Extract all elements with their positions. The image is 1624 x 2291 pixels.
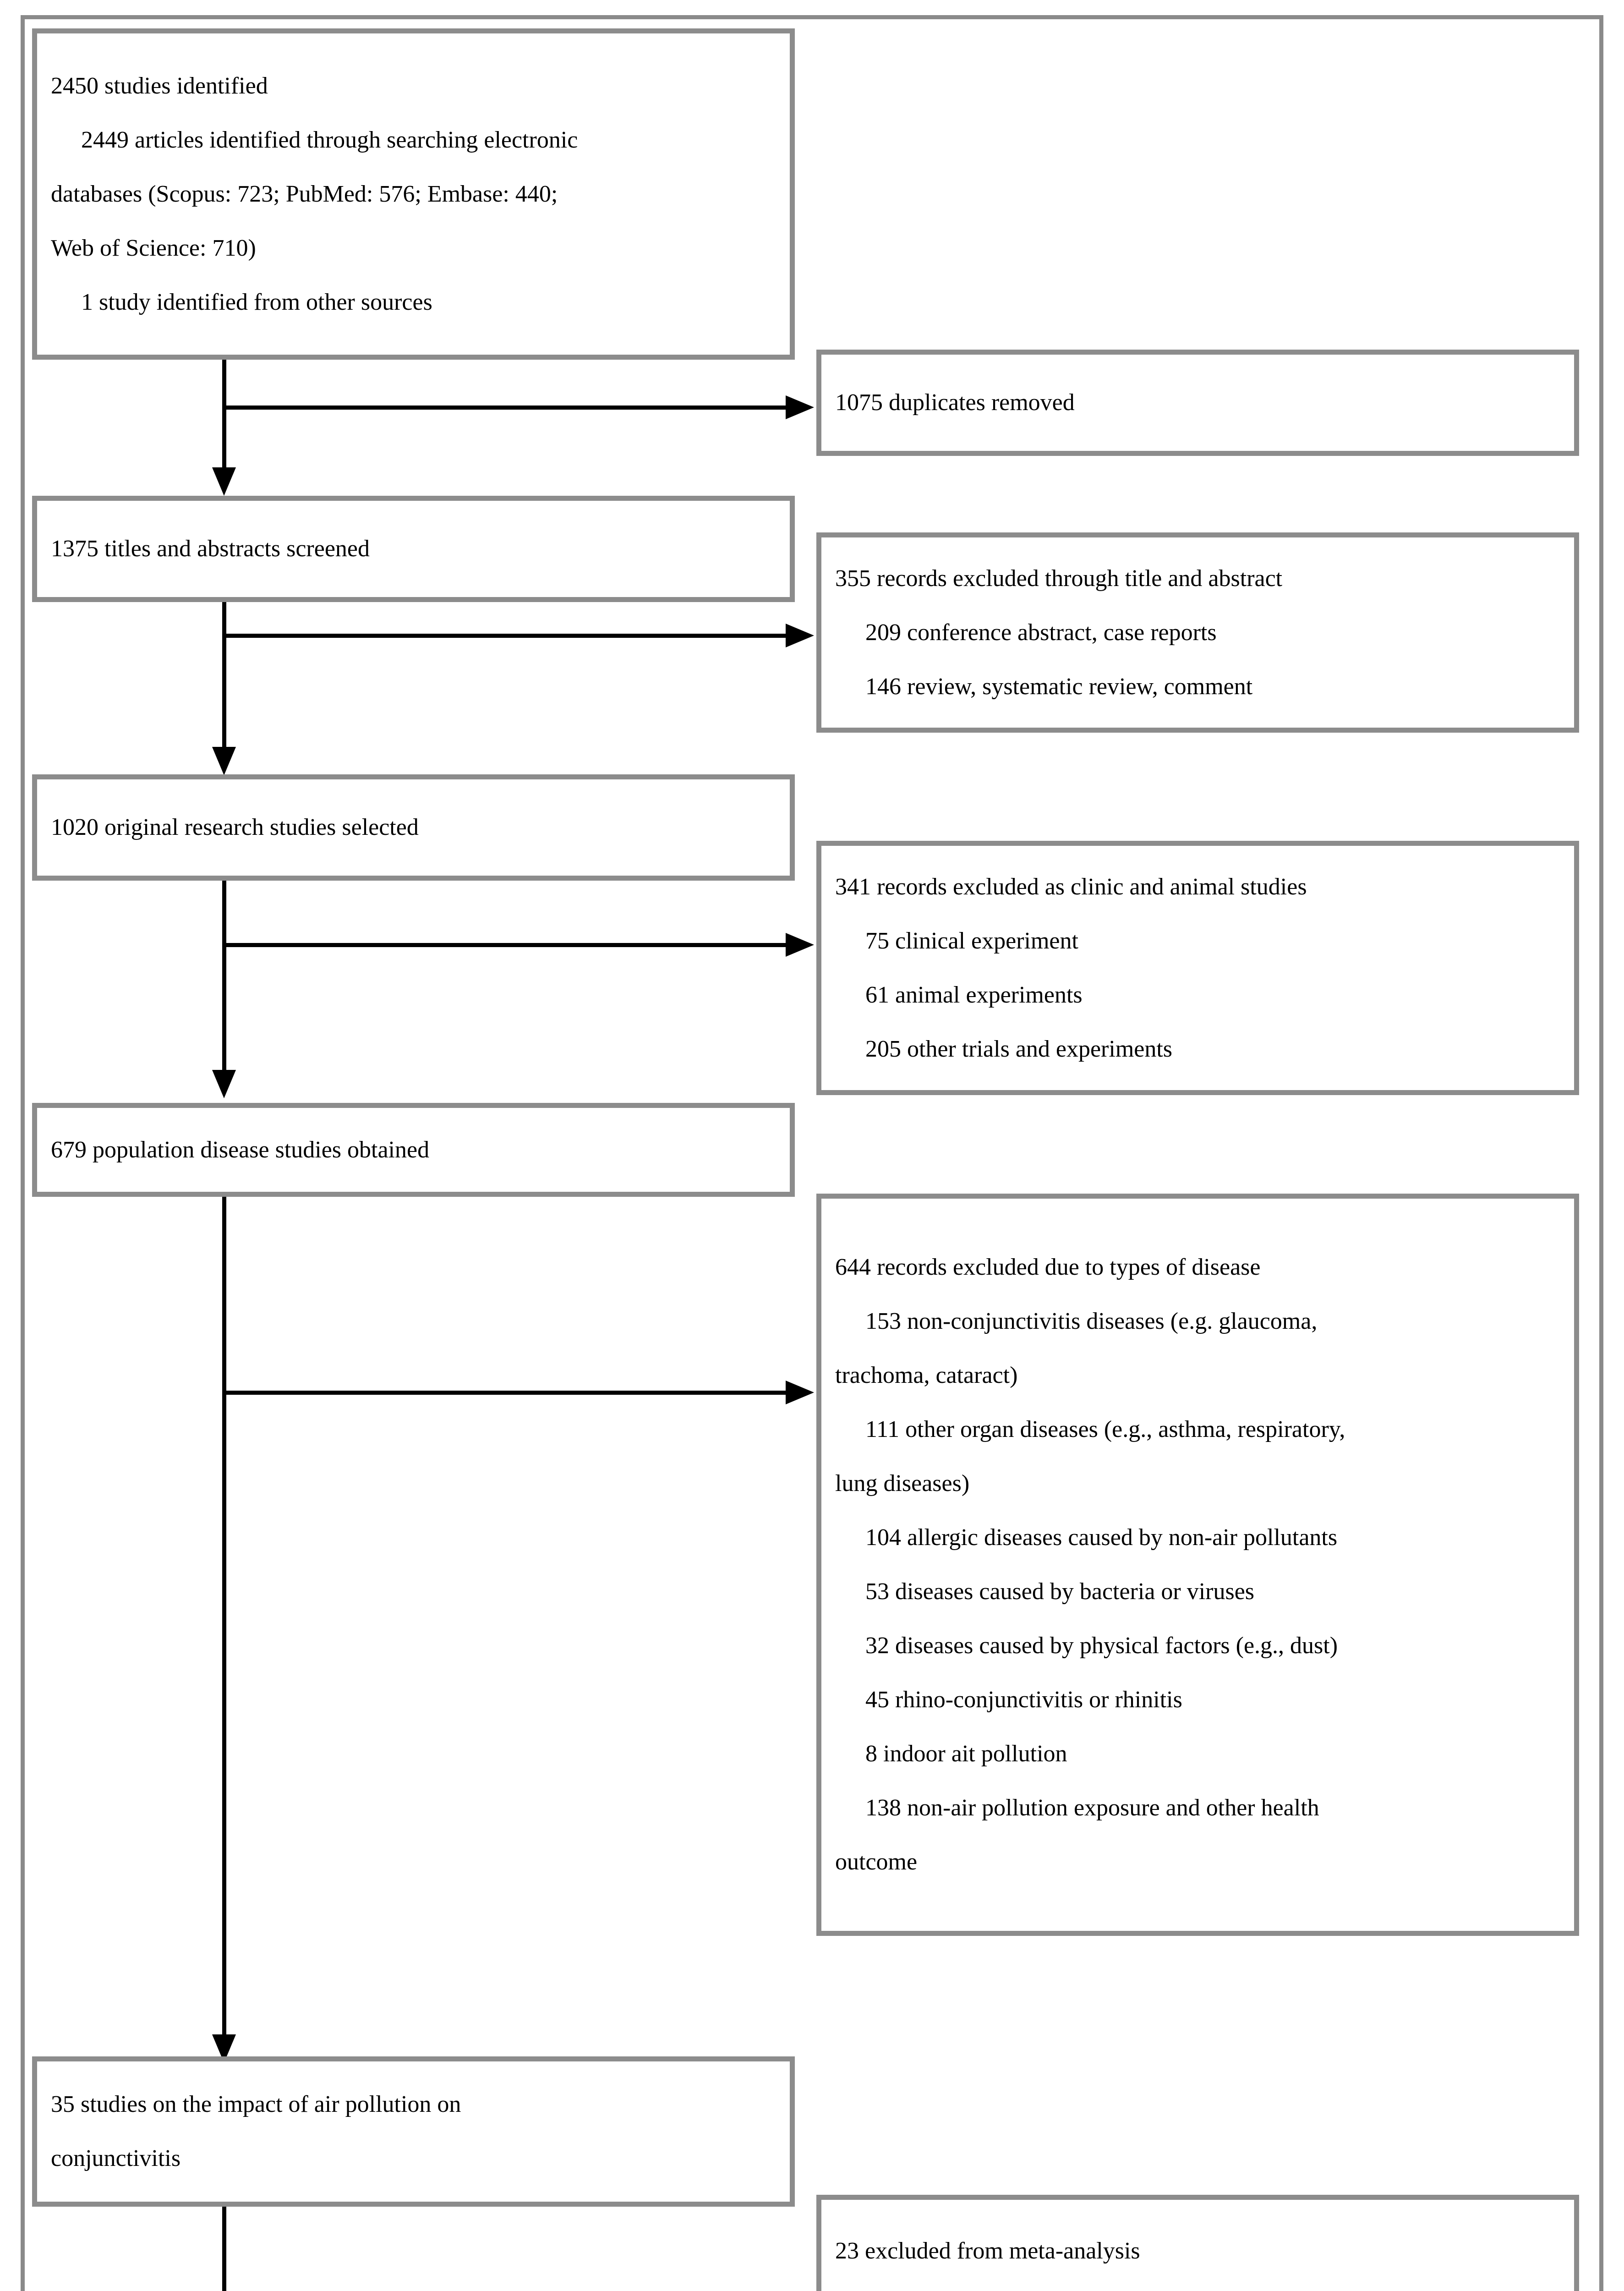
- box-line: 644 records excluded due to types of dis…: [835, 1254, 1261, 1280]
- box-line: 32 diseases caused by physical factors (…: [865, 1633, 1338, 1659]
- box-line: Web of Science: 710): [51, 235, 256, 261]
- box-line: 35 studies on the impact of air pollutio…: [51, 2091, 461, 2117]
- connector-population-to-impact: [222, 1197, 226, 2042]
- box-line: 1075 duplicates removed: [835, 389, 1075, 416]
- box-line: 2449 articles identified through searchi…: [81, 126, 578, 153]
- box-line: 75 clinical experiment: [865, 927, 1078, 954]
- box-line: 679 population disease studies obtained: [51, 1136, 430, 1163]
- connector-screened-to-original: [222, 602, 226, 753]
- arrow-population-to-excluded-disease: [786, 1381, 814, 1404]
- box-population-disease-studies: 679 population disease studies obtained: [32, 1103, 795, 1197]
- arrow-original-to-excluded-clinic: [786, 933, 814, 957]
- box-line: 53 diseases caused by bacteria or viruse…: [865, 1578, 1255, 1605]
- box-line: outcome: [835, 1849, 918, 1875]
- box-line: 16 without full-text: [821, 2278, 1574, 2291]
- connector-identified-to-duplicates: [222, 406, 788, 410]
- box-studies-impact-conjunctivitis: 35 studies on the impact of air pollutio…: [32, 2056, 795, 2207]
- box-line: 23 excluded from meta-analysis: [835, 2238, 1140, 2264]
- box-line: 1375 titles and abstracts screened: [51, 536, 370, 562]
- box-line: 61 animal experiments: [865, 981, 1083, 1008]
- box-line: conjunctivitis: [51, 2145, 181, 2171]
- arrow-screened-to-original: [212, 747, 236, 775]
- box-excluded-title-abstract: 355 records excluded through title and a…: [816, 532, 1579, 733]
- connector-original-to-excluded-clinic: [222, 943, 788, 947]
- box-line: 153 non-conjunctivitis diseases (e.g. gl…: [865, 1308, 1318, 1334]
- box-line: 2450 studies identified: [51, 72, 268, 99]
- connector-impact-to-included: [222, 2207, 226, 2291]
- box-titles-abstracts-screened: 1375 titles and abstracts screened: [32, 496, 795, 602]
- box-excluded-disease-types: 644 records excluded due to types of dis…: [816, 1194, 1579, 1936]
- box-line: 355 records excluded through title and a…: [835, 565, 1283, 592]
- box-line: 104 allergic diseases caused by non-air …: [865, 1524, 1338, 1551]
- arrow-identified-to-screened: [212, 467, 236, 496]
- arrow-original-to-population: [212, 1070, 236, 1098]
- connector-original-to-population: [222, 881, 226, 1078]
- box-original-research-selected: 1020 original research studies selected: [32, 774, 795, 881]
- box-line: 45 rhino-conjunctivitis or rhinitis: [865, 1687, 1182, 1713]
- box-line: 341 records excluded as clinic and anima…: [835, 873, 1307, 900]
- box-line: 1 study identified from other sources: [81, 289, 432, 315]
- box-line: 205 other trials and experiments: [865, 1036, 1173, 1062]
- box-line: 8 indoor ait pollution: [865, 1741, 1067, 1767]
- box-line: 138 non-air pollution exposure and other…: [865, 1795, 1319, 1821]
- box-line: 1020 original research studies selected: [51, 814, 419, 840]
- connector-population-to-excluded-disease: [222, 1391, 788, 1395]
- box-line: trachoma, cataract): [835, 1362, 1018, 1388]
- box-line: 111 other organ diseases (e.g., asthma, …: [865, 1416, 1345, 1442]
- diagram-outer-frame: [21, 15, 1603, 2291]
- box-duplicates-removed: 1075 duplicates removed: [816, 350, 1579, 456]
- box-line: databases (Scopus: 723; PubMed: 576; Emb…: [51, 181, 558, 207]
- box-studies-identified: 2450 studies identified 2449 articles id…: [32, 28, 795, 360]
- box-excluded-clinic-animal: 341 records excluded as clinic and anima…: [816, 841, 1579, 1095]
- box-line: 146 review, systematic review, comment: [865, 673, 1253, 700]
- box-excluded-from-meta-analysis: 23 excluded from meta-analysis 16 withou…: [816, 2195, 1579, 2291]
- connector-screened-to-excluded-ta: [222, 634, 788, 638]
- box-line: lung diseases): [835, 1470, 970, 1496]
- box-line: 209 conference abstract, case reports: [865, 619, 1217, 646]
- connector-identified-to-screened: [222, 360, 226, 474]
- arrow-screened-to-excluded-ta: [786, 624, 814, 647]
- arrow-identified-to-duplicates: [786, 395, 814, 419]
